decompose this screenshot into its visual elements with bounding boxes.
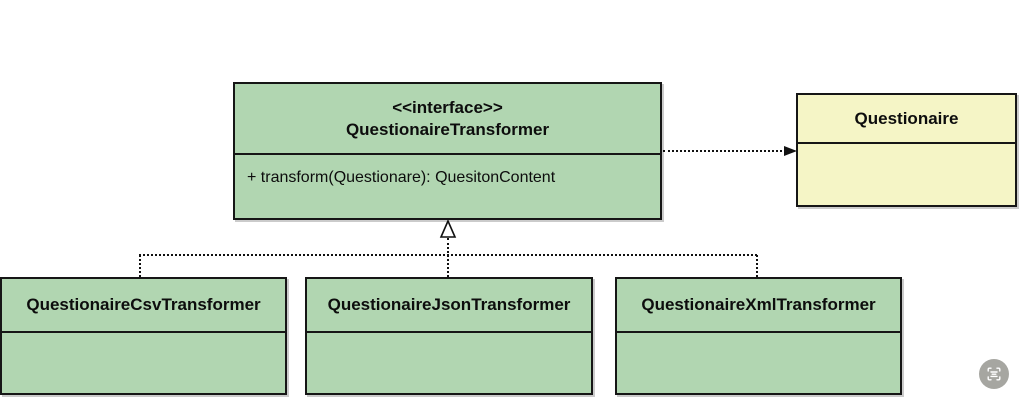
xml-transformer-title: QuestionaireXmlTransformer xyxy=(617,279,900,333)
questionaire-empty-compartment xyxy=(798,144,1015,205)
interface-class-title: <<interface>> QuestionaireTransformer xyxy=(235,84,660,155)
realization-line-horizontal xyxy=(139,254,757,256)
xml-transformer-empty-compartment xyxy=(617,333,900,393)
interface-methods-compartment: + transform(Questionare): QuesitonConten… xyxy=(235,155,660,218)
dependency-line xyxy=(663,150,786,152)
realization-line-left xyxy=(139,255,141,277)
csv-transformer-empty-compartment xyxy=(2,333,285,393)
scan-text-button[interactable] xyxy=(979,359,1009,389)
dependency-arrowhead-icon xyxy=(784,146,797,156)
questionaire-class-title: Questionaire xyxy=(798,95,1015,144)
csv-transformer-class-box: QuestionaireCsvTransformer xyxy=(0,277,287,395)
questionaire-name: Questionaire xyxy=(854,108,959,128)
interface-method: + transform(Questionare): QuesitonConten… xyxy=(247,169,556,186)
json-transformer-name: QuestionaireJsonTransformer xyxy=(327,295,571,314)
realization-line-center xyxy=(447,238,449,277)
csv-transformer-title: QuestionaireCsvTransformer xyxy=(2,279,285,333)
interface-class-box: <<interface>> QuestionaireTransformer + … xyxy=(233,82,662,220)
json-transformer-title: QuestionaireJsonTransformer xyxy=(307,279,591,333)
questionaire-class-box: Questionaire xyxy=(796,93,1017,207)
csv-transformer-name: QuestionaireCsvTransformer xyxy=(26,295,261,314)
realization-line-right xyxy=(756,255,758,277)
xml-transformer-class-box: QuestionaireXmlTransformer xyxy=(615,277,902,395)
xml-transformer-name: QuestionaireXmlTransformer xyxy=(641,295,876,314)
json-transformer-empty-compartment xyxy=(307,333,591,393)
realization-arrowhead-icon xyxy=(439,220,457,238)
interface-name: QuestionaireTransformer xyxy=(345,119,550,139)
json-transformer-class-box: QuestionaireJsonTransformer xyxy=(305,277,593,395)
interface-stereotype: <<interface>> xyxy=(392,97,503,117)
scan-text-icon xyxy=(987,367,1001,381)
